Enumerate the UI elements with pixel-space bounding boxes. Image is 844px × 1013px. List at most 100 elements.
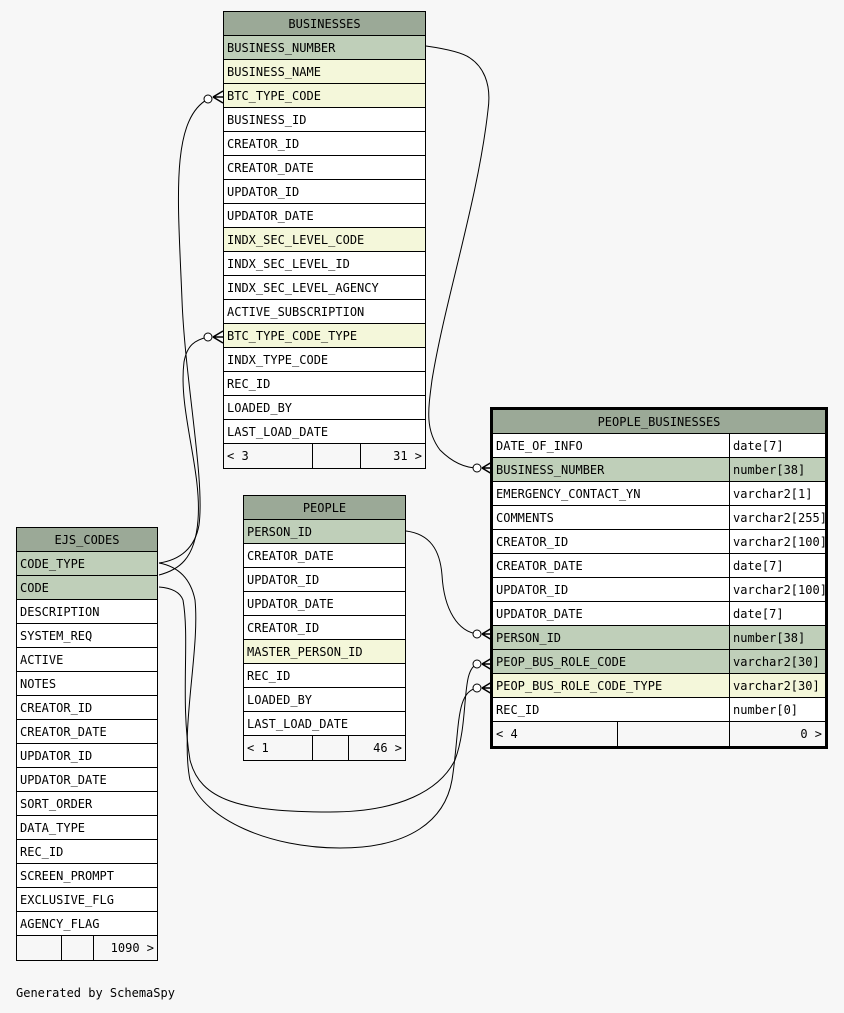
table-header[interactable]: EJS_CODES [17,528,157,552]
column-name: UPDATOR_ID [247,573,320,587]
table-header[interactable]: BUSINESSES [224,12,425,36]
column-row-data-type[interactable]: DATA_TYPE [17,816,157,840]
column-row-active-subscription[interactable]: ACTIVE_SUBSCRIPTION [224,300,425,324]
column-row-indx-sec-level-code[interactable]: INDX_SEC_LEVEL_CODE [224,228,425,252]
column-row-master-person-id[interactable]: MASTER_PERSON_ID [244,640,405,664]
child-count[interactable]: 31 > [360,444,425,468]
child-count[interactable]: 0 > [729,722,825,746]
column-name: LAST_LOAD_DATE [227,425,329,439]
column-row-code[interactable]: CODE [17,576,157,600]
column-name: BUSINESS_NUMBER [227,41,336,55]
column-row-creator-id[interactable]: CREATOR_ID [17,696,157,720]
column-name: CREATOR_ID [20,701,93,715]
column-type: varchar2[255] [729,506,825,529]
column-row-creator-date[interactable]: CREATOR_DATE [244,544,405,568]
child-count[interactable]: 46 > [348,736,405,760]
column-row-agency-flag[interactable]: AGENCY_FLAG [17,912,157,936]
child-count[interactable]: 1090 > [93,936,157,960]
column-row-sort-order[interactable]: SORT_ORDER [17,792,157,816]
column-row-rec-id[interactable]: REC_ID [17,840,157,864]
column-row-creator-date[interactable]: CREATOR_DATE [17,720,157,744]
parent-count[interactable]: < 1 [247,741,269,755]
parent-count[interactable]: < 3 [227,449,249,463]
column-row-updator-id[interactable]: UPDATOR_ID [224,180,425,204]
column-row-updator-date[interactable]: UPDATOR_DATE [17,768,157,792]
column-row-updator-id[interactable]: UPDATOR_ID [244,568,405,592]
edge-end-circle [203,332,213,342]
table-header[interactable]: PEOPLE [244,496,405,520]
column-name: ACTIVE [20,653,64,667]
column-name: LOADED_BY [227,401,293,415]
edge-role-code-type [158,562,479,849]
column-name: INDX_SEC_LEVEL_CODE [227,233,365,247]
column-name: UPDATOR_DATE [247,597,334,611]
column-row-indx-sec-level-agency[interactable]: INDX_SEC_LEVEL_AGENCY [224,276,425,300]
column-name: REC_ID [227,377,271,391]
column-row-last-load-date[interactable]: LAST_LOAD_DATE [224,420,425,444]
column-row-loaded-by[interactable]: LOADED_BY [224,396,425,420]
column-row-creator-id[interactable]: CREATOR_ID [244,616,405,640]
column-row-business-number[interactable]: BUSINESS_NUMBER [224,36,425,60]
column-name: CODE_TYPE [20,557,86,571]
column-type: varchar2[1] [729,482,825,505]
column-name: UPDATOR_DATE [20,773,107,787]
column-row-last-load-date[interactable]: LAST_LOAD_DATE [244,712,405,736]
column-row-updator-date[interactable]: UPDATOR_DATE [244,592,405,616]
column-type: number[38] [729,626,825,649]
edge-end-circle [472,463,482,473]
column-name: EXCLUSIVE_FLG [20,893,114,907]
column-name: CREATOR_DATE [247,549,334,563]
table-footer: < 4 0 > [493,722,825,746]
column-row-indx-sec-level-id[interactable]: INDX_SEC_LEVEL_ID [224,252,425,276]
column-row-indx-type-code[interactable]: INDX_TYPE_CODE [224,348,425,372]
column-row-system-req[interactable]: SYSTEM_REQ [17,624,157,648]
column-row-description[interactable]: DESCRIPTION [17,600,157,624]
table-header[interactable]: PEOPLE_BUSINESSES [493,410,825,434]
column-type: date[7] [729,434,825,457]
table-footer: < 3 31 > [224,444,425,468]
column-row-rec-id[interactable]: REC_ID [244,664,405,688]
column-row-business-name[interactable]: BUSINESS_NAME [224,60,425,84]
column-row-btc-type-code-type[interactable]: BTC_TYPE_CODE_TYPE [224,324,425,348]
column-row-active[interactable]: ACTIVE [17,648,157,672]
edge-person-id [405,530,479,635]
column-row-exclusive-flg[interactable]: EXCLUSIVE_FLG [17,888,157,912]
column-name: UPDATOR_DATE [496,607,583,621]
column-row-rec-id[interactable]: REC_ID [224,372,425,396]
column-name: AGENCY_FLAG [20,917,100,931]
column-row-updator-id[interactable]: UPDATOR_ID [17,744,157,768]
parent-count[interactable]: < 4 [496,727,518,741]
column-name: REC_ID [20,845,64,859]
column-name: DESCRIPTION [20,605,100,619]
column-row-person-id[interactable]: PERSON_ID number[38] [493,626,825,650]
column-row-btc-type-code[interactable]: BTC_TYPE_CODE [224,84,425,108]
column-row-business-id[interactable]: BUSINESS_ID [224,108,425,132]
column-name: NOTES [20,677,57,691]
parent-count[interactable] [17,936,61,960]
column-name: INDX_TYPE_CODE [227,353,329,367]
column-row-person-id[interactable]: PERSON_ID [244,520,405,544]
column-row-updator-date[interactable]: UPDATOR_DATE [224,204,425,228]
column-row-screen-prompt[interactable]: SCREEN_PROMPT [17,864,157,888]
column-row-loaded-by[interactable]: LOADED_BY [244,688,405,712]
column-row-notes[interactable]: NOTES [17,672,157,696]
table-ejs-codes[interactable]: EJS_CODES CODE_TYPE CODE DESCRIPTION SYSTEM_… [16,527,158,961]
column-row-creator-id[interactable]: CREATOR_ID [224,132,425,156]
column-row-code-type[interactable]: CODE_TYPE [17,552,157,576]
column-name: PERSON_ID [496,631,562,645]
column-row-creator-date[interactable]: CREATOR_DATE [224,156,425,180]
